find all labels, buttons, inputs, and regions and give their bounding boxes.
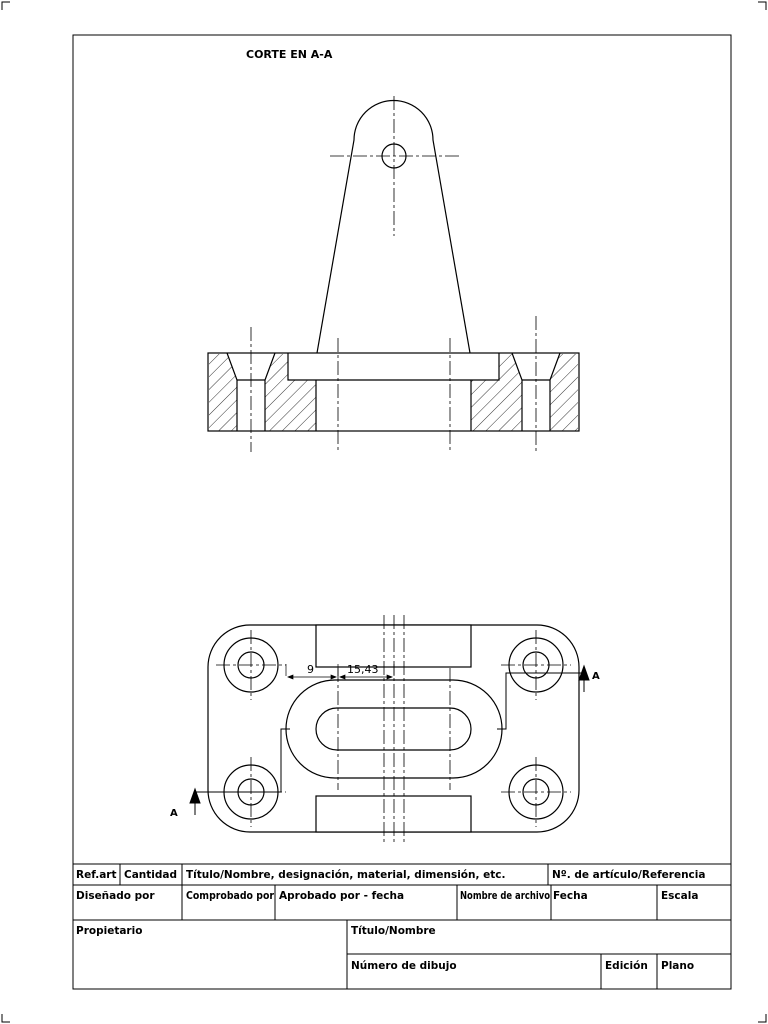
tb-numero-dibujo: Número de dibujo bbox=[351, 960, 457, 972]
section-title: CORTE EN A-A bbox=[246, 48, 333, 61]
section-marker-right: A bbox=[592, 671, 600, 682]
tb-fecha: Fecha bbox=[553, 890, 588, 902]
section-marker-left: A bbox=[170, 808, 178, 819]
hatch-right-outer bbox=[550, 354, 578, 431]
tb-cantidad: Cantidad bbox=[124, 869, 177, 881]
tab-outline bbox=[316, 99, 471, 354]
title-block bbox=[73, 863, 731, 989]
plan-view bbox=[195, 624, 584, 833]
tb-disenado-por: Diseñado por bbox=[76, 890, 155, 902]
base-outline bbox=[207, 352, 580, 432]
tb-titulo-designacion: Título/Nombre, designación, material, di… bbox=[186, 869, 506, 881]
hatch-left-outer bbox=[209, 354, 237, 431]
slot-inner bbox=[315, 707, 472, 751]
section-centerlines bbox=[250, 96, 537, 452]
tb-nombre-archivo: Nombre de archivo bbox=[460, 890, 550, 902]
dimension-slot-offset: 9 bbox=[307, 663, 314, 676]
section-arrow-left bbox=[189, 787, 201, 815]
plan-centerlines bbox=[216, 615, 571, 842]
tb-propietario: Propietario bbox=[76, 925, 142, 937]
tb-titulo-nombre: Título/Nombre bbox=[351, 925, 436, 937]
dimension-slot-width: 15,43 bbox=[347, 663, 379, 676]
tb-comprobado-por: Comprobado por bbox=[186, 890, 275, 902]
hatch-left-inner bbox=[265, 354, 316, 431]
tb-num-articulo: Nº. de artículo/Referencia bbox=[552, 869, 705, 881]
section-arrow-right bbox=[578, 664, 590, 692]
tb-plano: Plano bbox=[661, 960, 694, 972]
section-view bbox=[207, 99, 580, 432]
hatch-right-inner bbox=[471, 354, 522, 431]
tb-aprobado-por: Aprobado por - fecha bbox=[279, 890, 404, 902]
tb-edicion: Edición bbox=[605, 960, 648, 972]
tb-escala: Escala bbox=[661, 890, 698, 902]
drawing-border bbox=[72, 34, 732, 990]
dimension-lines bbox=[285, 664, 395, 680]
tb-ref-art: Ref.art bbox=[76, 869, 116, 881]
